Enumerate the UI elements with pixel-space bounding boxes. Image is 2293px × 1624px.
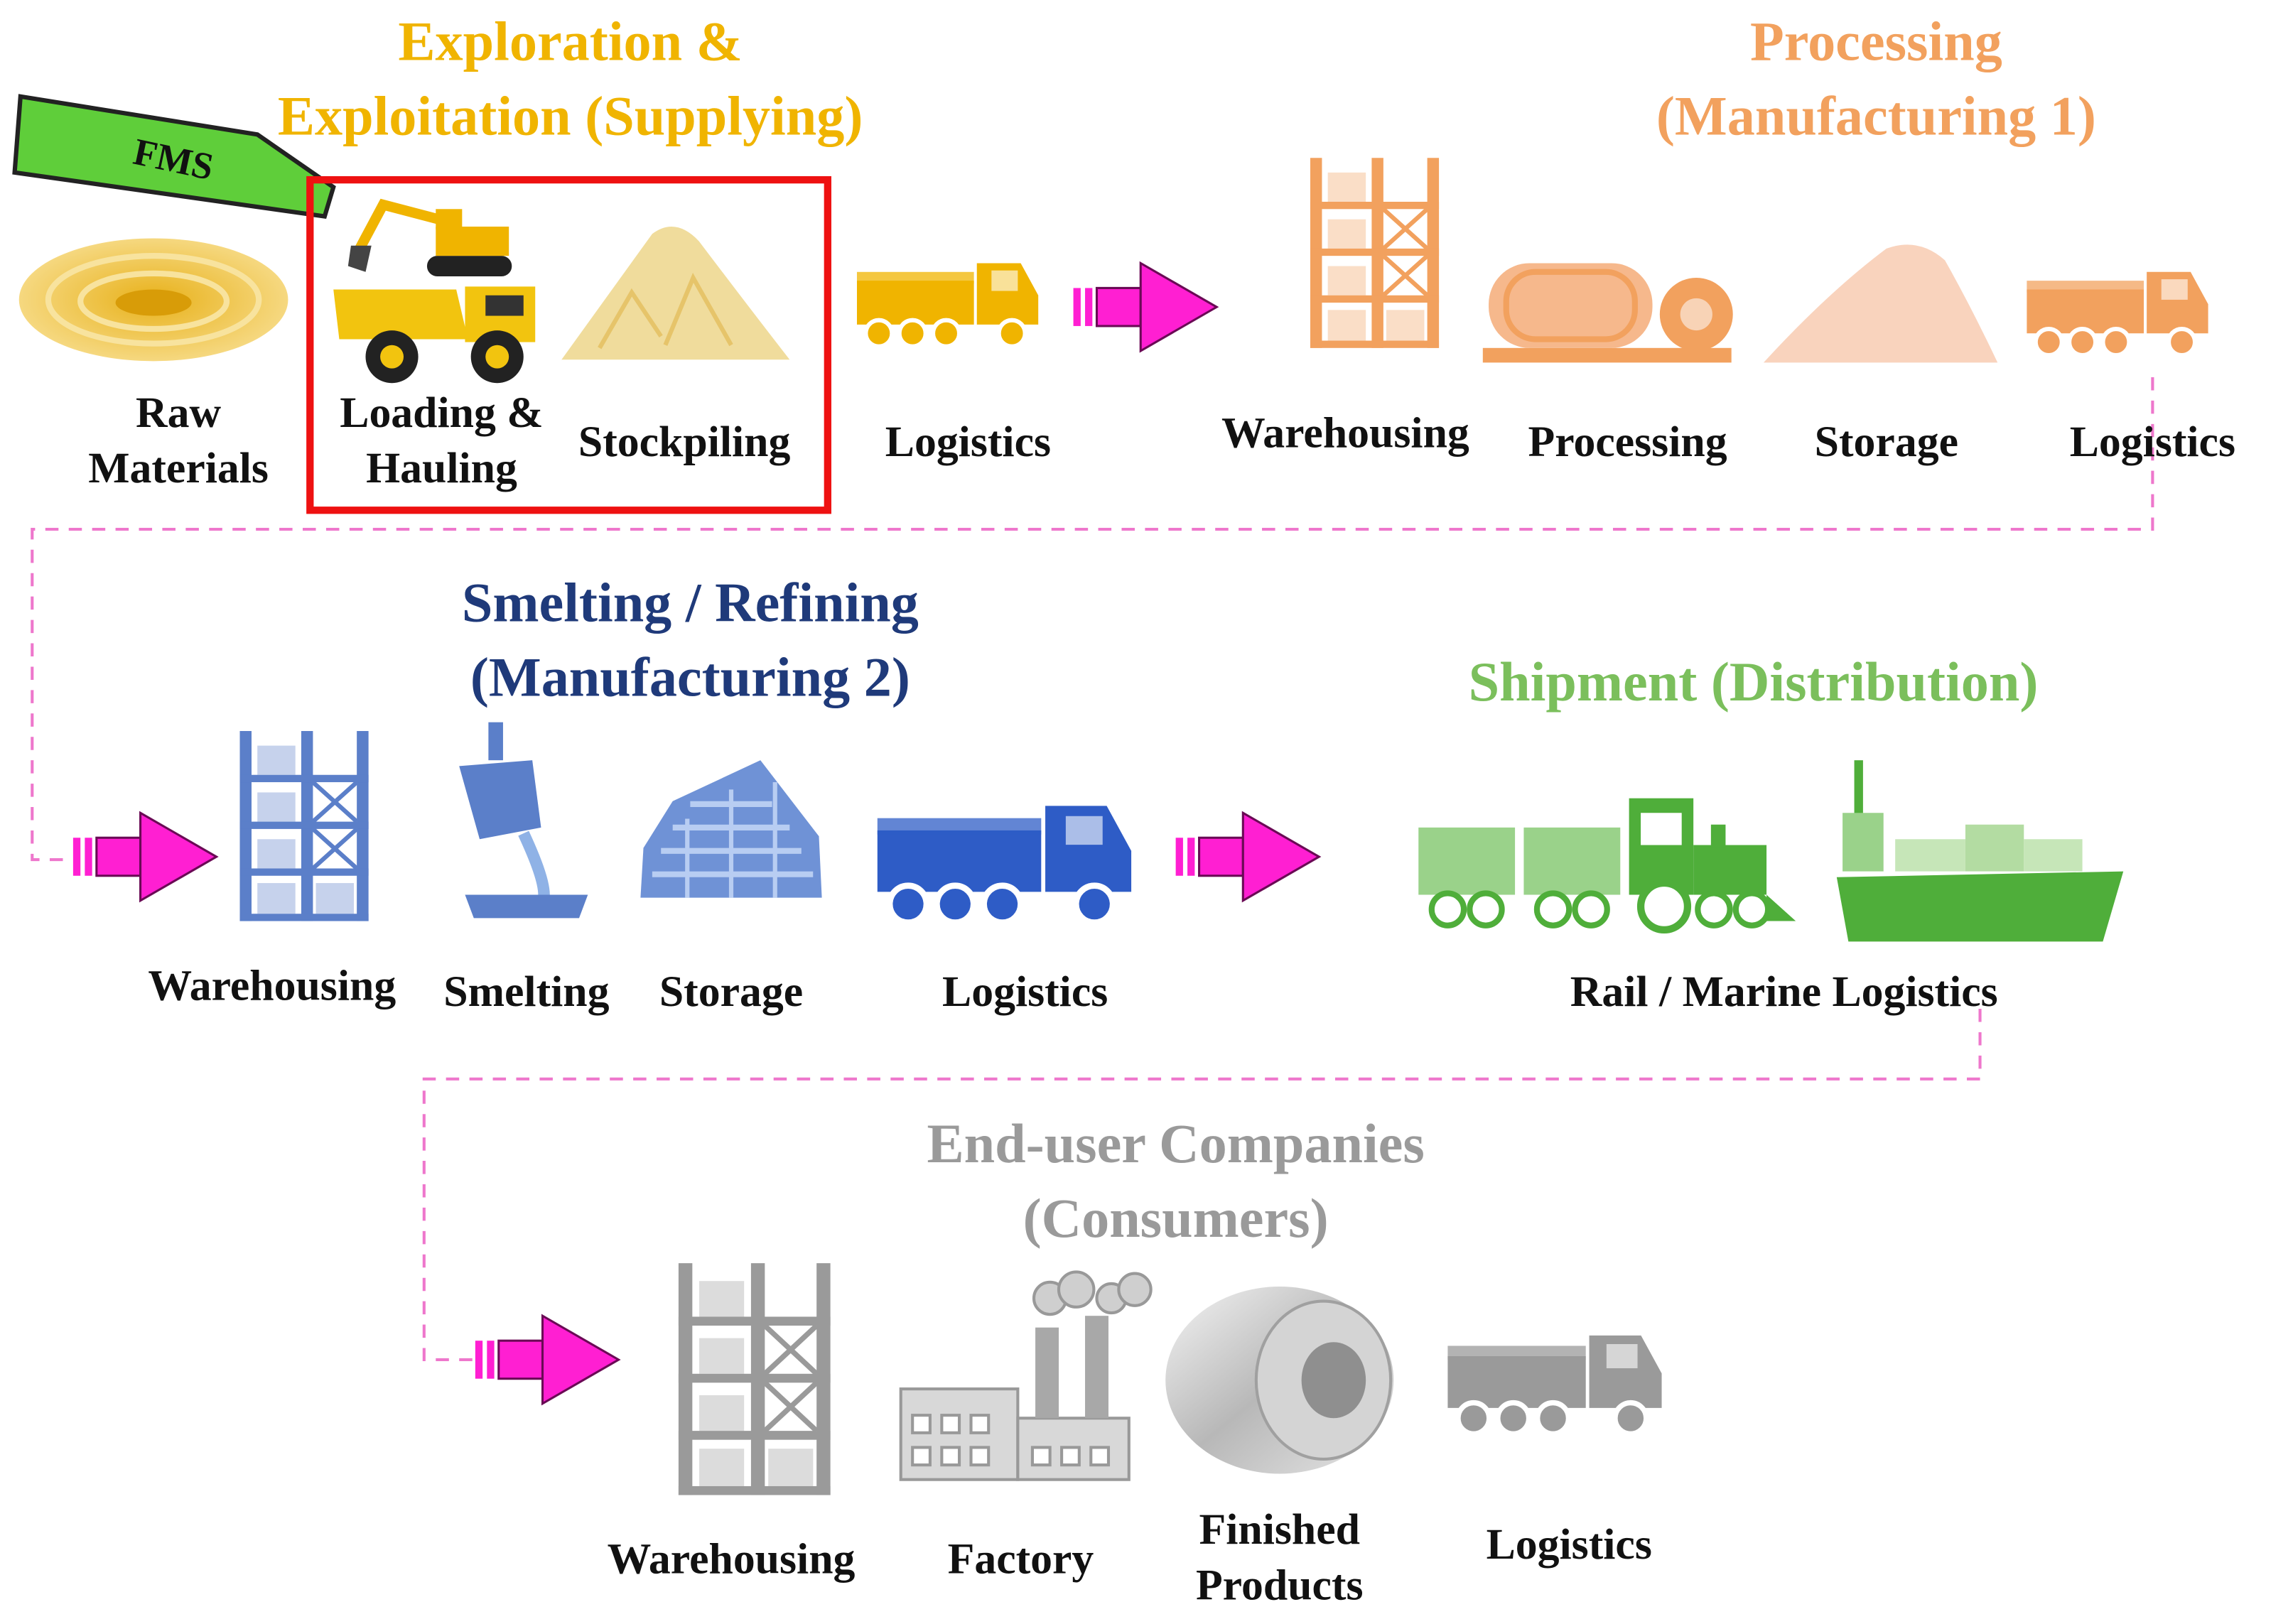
title-processing-line1: Processing bbox=[1750, 11, 2002, 73]
label-loading-line1: Loading & bbox=[340, 389, 544, 438]
title-consumers-line1: End-user Companies bbox=[927, 1114, 1425, 1176]
label-processing: Processing bbox=[1528, 418, 1727, 467]
label-finished-products: Finished Products bbox=[1164, 1503, 1395, 1613]
label-finished-line1: Finished bbox=[1199, 1505, 1360, 1554]
factory-icon bbox=[899, 1270, 1153, 1481]
label-warehousing-processing: Warehousing bbox=[1221, 409, 1469, 458]
label-storage-processing: Storage bbox=[1814, 418, 1958, 467]
title-smelting-line2: (Manufacturing 2) bbox=[470, 648, 910, 710]
ship-icon bbox=[1836, 760, 2124, 942]
warehouse-rack-icon bbox=[240, 731, 369, 921]
title-supplying-line2: Exploitation (Supplying) bbox=[277, 87, 863, 148]
title-processing: Processing (Manufacturing 1) bbox=[1606, 6, 2147, 156]
title-shipment: Shipment (Distribution) bbox=[1410, 646, 2097, 722]
label-logistics-consumers: Logistics bbox=[1486, 1520, 1652, 1569]
title-supplying-line1: Exploration & bbox=[398, 11, 743, 73]
label-storage-smelting: Storage bbox=[659, 968, 804, 1017]
title-consumers-line2: (Consumers) bbox=[1023, 1189, 1329, 1251]
connector-row1-row2 bbox=[31, 377, 2154, 862]
ingot-stack-icon bbox=[640, 760, 822, 898]
label-raw-materials: Raw Materials bbox=[58, 386, 298, 495]
ladle-icon bbox=[459, 722, 588, 919]
label-rail-marine-logistics: Rail / Marine Logistics bbox=[1570, 968, 1998, 1017]
loading-stockpiling-highlight-box bbox=[306, 175, 831, 514]
ore-pile-icon bbox=[561, 227, 790, 360]
label-stockpiling: Stockpiling bbox=[578, 418, 791, 467]
title-shipment-text: Shipment (Distribution) bbox=[1468, 651, 2039, 714]
steel-coil-icon bbox=[1165, 1287, 1394, 1474]
train-icon bbox=[1418, 798, 1796, 934]
title-smelting-line1: Smelting / Refining bbox=[461, 573, 919, 635]
label-smelting: Smelting bbox=[443, 968, 610, 1017]
label-raw-line1: Raw bbox=[136, 389, 222, 438]
label-loading-hauling: Loading & Hauling bbox=[316, 386, 568, 495]
title-consumers: End-user Companies (Consumers) bbox=[872, 1108, 1480, 1258]
label-factory: Factory bbox=[947, 1534, 1094, 1584]
label-raw-line2: Materials bbox=[88, 443, 269, 492]
ball-mill-icon bbox=[1482, 263, 1733, 363]
label-logistics-supplying: Logistics bbox=[885, 418, 1052, 467]
warehouse-rack-icon bbox=[679, 1263, 831, 1495]
truck-icon bbox=[1447, 1336, 1661, 1434]
excavator-icon bbox=[347, 198, 512, 276]
open-pit-icon bbox=[18, 238, 288, 362]
fms-tag-icon: FMS bbox=[12, 94, 336, 220]
title-processing-line2: (Manufacturing 1) bbox=[1656, 87, 2096, 148]
arrow-icon bbox=[1175, 811, 1320, 902]
truck-icon bbox=[878, 806, 1131, 922]
label-loading-line2: Hauling bbox=[366, 443, 517, 492]
label-warehousing-smelting: Warehousing bbox=[148, 962, 396, 1011]
connector-row2-row3 bbox=[422, 1009, 1982, 1361]
label-logistics-smelting: Logistics bbox=[942, 968, 1108, 1017]
haul-truck-icon bbox=[333, 286, 536, 384]
title-smelting: Smelting / Refining (Manufacturing 2) bbox=[398, 568, 983, 718]
arrow-icon bbox=[474, 1314, 620, 1405]
arrow-icon bbox=[72, 811, 218, 902]
label-logistics-processing: Logistics bbox=[2069, 418, 2236, 467]
title-supplying: Exploration & Exploitation (Supplying) bbox=[234, 6, 907, 156]
arrow-icon bbox=[1072, 261, 1218, 352]
warehouse-rack-icon bbox=[1310, 158, 1439, 348]
powder-pile-icon bbox=[1763, 244, 1998, 363]
label-warehousing-consumers: Warehousing bbox=[607, 1534, 856, 1584]
truck-icon bbox=[857, 263, 1038, 346]
truck-icon bbox=[2027, 272, 2208, 355]
label-finished-line2: Products bbox=[1195, 1560, 1364, 1609]
